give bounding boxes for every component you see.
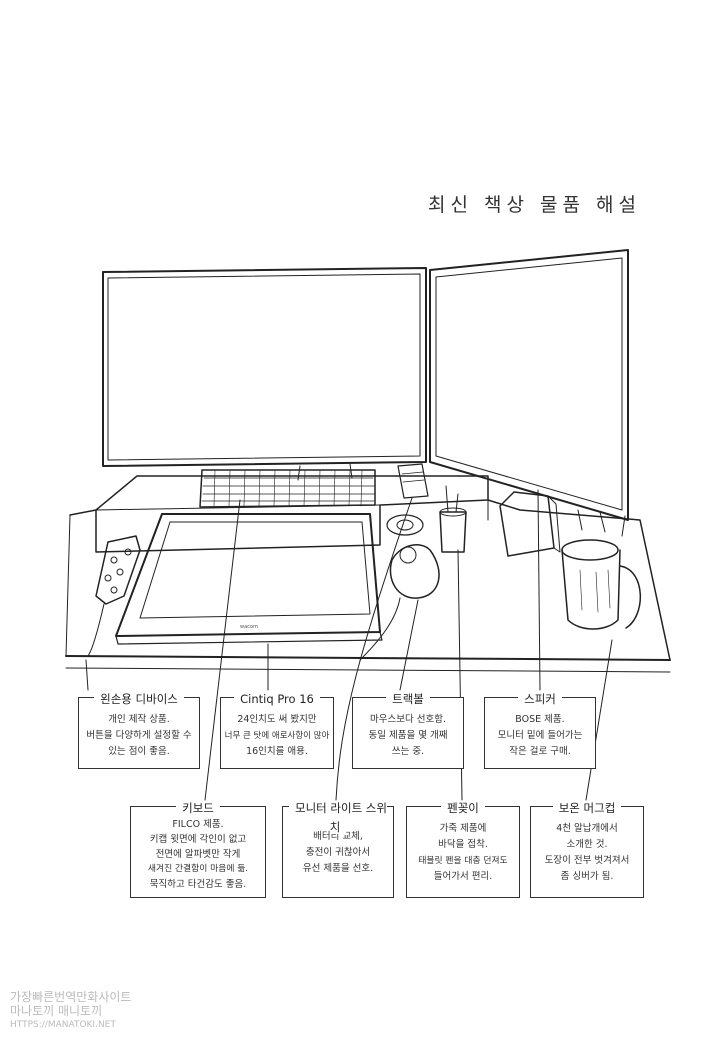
callout-heading: 키보드 bbox=[176, 801, 220, 815]
callout-line: 새겨진 간결함이 마음에 듦. bbox=[147, 864, 249, 874]
callout-cintiq: Cintiq Pro 16 24인치도 써 봤지만 너무 큰 탓에 애로사항이 … bbox=[220, 692, 334, 769]
callout-line: BOSE 제품. bbox=[515, 714, 565, 725]
callout-line: 가죽 제품에 bbox=[439, 823, 487, 834]
callout-line: 마우스보다 선호함. bbox=[370, 714, 446, 725]
callout-line: 충전이 귀찮아서 bbox=[305, 847, 371, 858]
callout-line: 버튼을 다양하게 설정할 수 bbox=[86, 730, 192, 741]
watermark-line: 가장빠른번역만화사이트 bbox=[10, 990, 132, 1004]
pen-holder-drawing bbox=[439, 485, 467, 553]
callout-line: 쓰는 중. bbox=[391, 746, 425, 757]
callout-line: 24인치도 써 봤지만 bbox=[237, 714, 317, 725]
callout-heading: 트랙볼 bbox=[386, 692, 430, 706]
callout-line: 바닥을 접착. bbox=[438, 839, 488, 850]
callout-heading: Cintiq Pro 16 bbox=[234, 692, 320, 706]
callout-line: 묵직하고 타건감도 좋음. bbox=[149, 879, 247, 890]
watermark-url: HTTPS://MANATOKI.NET bbox=[10, 1020, 116, 1030]
callout-line: 좀 싱버가 됨. bbox=[560, 871, 614, 882]
callout-line: 너무 큰 탓에 애로사항이 많아 bbox=[224, 731, 330, 741]
keyboard-drawing bbox=[199, 469, 376, 508]
callout-keyboard: 키보드 FILCO 제품. 키캡 윗면에 각인이 없고 전면에 알파벳만 작게 … bbox=[130, 801, 266, 898]
callout-line: 유선 제품을 선호. bbox=[302, 863, 374, 874]
watermark-line: 마나토끼 매니토끼 bbox=[10, 1004, 103, 1018]
callout-line: 16인치를 애용. bbox=[246, 746, 308, 757]
callout-line: 도장이 전부 벗겨져서 bbox=[544, 855, 630, 866]
light-switch-drawing bbox=[397, 463, 429, 499]
callout-line: 전면에 알파벳만 작게 bbox=[155, 849, 241, 860]
callout-heading: 펜꽂이 bbox=[441, 801, 485, 815]
callout-line: 들어가서 편리. bbox=[433, 871, 493, 882]
callout-line: FILCO 제품. bbox=[172, 819, 224, 830]
callout-heading: 보온 머그컵 bbox=[552, 801, 622, 815]
page-title: 최신 책상 물품 해설 bbox=[428, 194, 641, 216]
callout-line: 태블릿 펜을 대충 던져도 bbox=[418, 856, 508, 866]
callout-light-switch: 모니터 라이트 스위치 배터리 교체, 충전이 귀찮아서 유선 제품을 선호. bbox=[282, 801, 394, 898]
callout-line: 개인 제작 상품. bbox=[108, 714, 170, 725]
callout-heading: 스피커 bbox=[518, 692, 562, 706]
callout-line: 있는 점이 좋음. bbox=[108, 746, 170, 757]
left-device-drawing bbox=[87, 535, 141, 657]
callout-line: 작은 걸로 구매. bbox=[509, 746, 571, 757]
desk-drawing bbox=[65, 499, 671, 673]
mug-drawing bbox=[561, 539, 641, 630]
callout-speaker: 스피커 BOSE 제품. 모니터 밑에 들어가는 작은 걸로 구매. bbox=[484, 692, 596, 769]
callout-heading: 왼손용 디바이스 bbox=[94, 692, 184, 706]
callout-trackball: 트랙볼 마우스보다 선호함. 동일 제품을 몇 개째 쓰는 중. bbox=[352, 692, 464, 769]
callout-heading: 모니터 라이트 스위치 bbox=[289, 801, 387, 834]
callout-pen-holder: 펜꽂이 가죽 제품에 바닥을 접착. 태블릿 펜을 대충 던져도 들어가서 편리… bbox=[406, 801, 520, 898]
right-monitor-drawing bbox=[429, 249, 629, 521]
callout-line: 배터리 교체, bbox=[313, 831, 363, 842]
callout-left-device: 왼손용 디바이스 개인 제작 상품. 버튼을 다양하게 설정할 수 있는 점이 … bbox=[78, 692, 200, 769]
callout-mug: 보온 머그컵 4천 알납개에서 소개한 것. 도장이 전부 벗겨져서 좀 싱버가… bbox=[530, 801, 644, 898]
callout-line: 소개한 것. bbox=[566, 839, 608, 850]
callout-line: 키캡 윗면에 각인이 없고 bbox=[149, 834, 247, 845]
tablet-brand-label: wacom bbox=[240, 624, 258, 630]
callout-line: 4천 알납개에서 bbox=[556, 823, 618, 834]
watermark: 가장빠른번역만화사이트 마나토끼 매니토끼 bbox=[10, 990, 131, 1018]
tablet-drawing: wacom bbox=[115, 513, 383, 645]
callout-line: 동일 제품을 몇 개째 bbox=[368, 730, 448, 741]
left-monitor-drawing bbox=[102, 267, 427, 481]
callout-line: 모니터 밑에 들어가는 bbox=[497, 730, 583, 741]
speaker-drawing bbox=[499, 491, 561, 557]
